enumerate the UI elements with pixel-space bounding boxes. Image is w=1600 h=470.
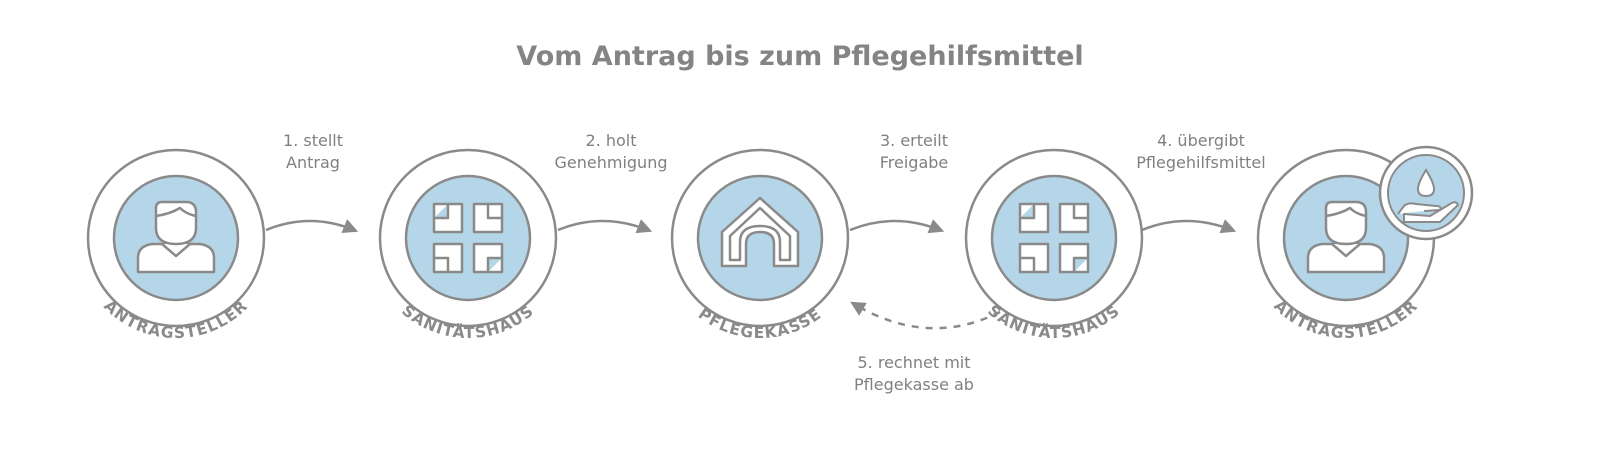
step-4-line1: 4. übergibt bbox=[1157, 131, 1245, 150]
water-drop-hand-icon bbox=[1378, 145, 1474, 241]
arrows bbox=[265, 219, 1237, 330]
node-pflegekasse-3: PFLEGEKASSE bbox=[670, 148, 850, 342]
cross-icon bbox=[1018, 202, 1090, 274]
node-sanitaetshaus-2: SANITÄTSHAUS bbox=[378, 148, 558, 342]
step-labels: 1. stellt Antrag 2. holt Genehmigung 3. … bbox=[283, 131, 1266, 394]
person-icon bbox=[136, 200, 216, 274]
arrow-5-dashed bbox=[850, 301, 1001, 330]
person-icon bbox=[1306, 200, 1386, 274]
arrow-3 bbox=[849, 219, 945, 234]
cross-icon bbox=[432, 202, 504, 274]
arrow-1 bbox=[265, 219, 359, 233]
step-1-line1: 1. stellt bbox=[283, 131, 343, 150]
step-4-line2: Pflegehilfsmittel bbox=[1136, 153, 1265, 172]
house-icon bbox=[720, 196, 800, 268]
node-sanitaetshaus-4: SANITÄTSHAUS bbox=[964, 148, 1144, 342]
step-5-line1: 5. rechnet mit bbox=[857, 353, 970, 372]
step-5-line2: Pflegekasse ab bbox=[854, 375, 974, 394]
diagram-title: Vom Antrag bis zum Pflegehilfsmittel bbox=[516, 41, 1083, 72]
step-1-line2: Antrag bbox=[286, 153, 340, 172]
node-antragsteller-1: ANTRAGSTELLER bbox=[86, 148, 266, 342]
arrow-2 bbox=[557, 219, 653, 234]
step-3-line1: 3. erteilt bbox=[880, 131, 948, 150]
step-2-line2: Genehmigung bbox=[555, 153, 668, 172]
step-2-line1: 2. holt bbox=[586, 131, 637, 150]
step-3-line2: Freigabe bbox=[880, 153, 949, 172]
arrow-4 bbox=[1141, 219, 1237, 234]
node-antragsteller-5: ANTRAGSTELLER bbox=[1256, 145, 1474, 342]
